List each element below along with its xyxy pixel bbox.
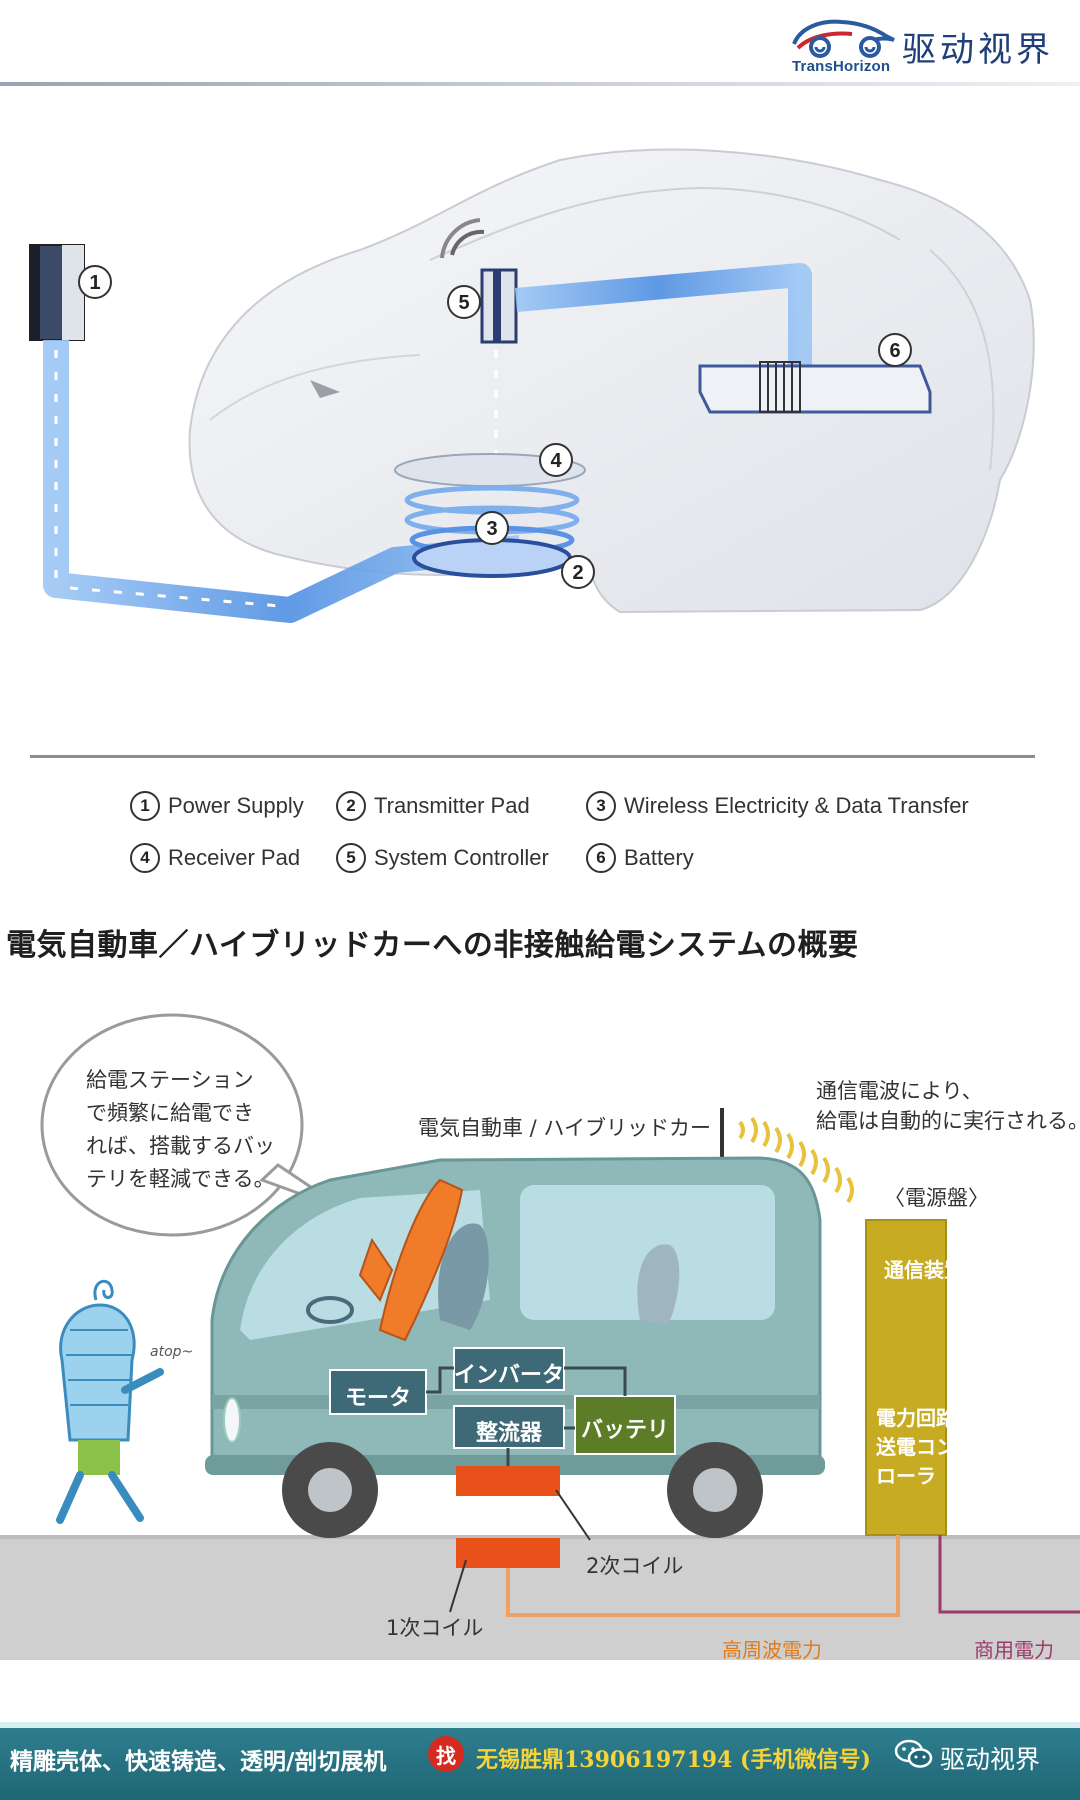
legend-label: Battery <box>624 845 694 870</box>
mascot-sound-label: atop~ <box>150 1344 194 1360</box>
header <box>0 0 1080 86</box>
legend-number: 6 <box>586 843 616 873</box>
header-divider <box>0 82 1080 86</box>
signal-line: 通信電波により、 <box>816 1079 983 1103</box>
legend-item: 2 Transmitter Pad <box>336 788 530 824</box>
logo: TransHorizon 驱动视界 <box>790 12 1070 75</box>
car-logo-icon <box>792 19 895 58</box>
rectifier-label: 整流器 <box>475 1421 542 1446</box>
comm-device-label: 通信装置 <box>884 1258 964 1282</box>
secondary-coil <box>456 1466 560 1496</box>
callout-3: 3 <box>486 518 497 540</box>
callout-2: 2 <box>572 562 583 584</box>
speech-line: れば、搭載するバッ <box>86 1134 275 1158</box>
primary-coil <box>456 1538 560 1568</box>
battery-label: バッテリ <box>580 1418 669 1443</box>
legend-number: 1 <box>130 791 160 821</box>
footer-services-text: 精雕壳体、快速铸造、透明/剖切展机 <box>10 1748 387 1775</box>
callout-4: 4 <box>550 450 562 472</box>
driver-character-icon <box>378 1178 464 1342</box>
signal-description: 通信電波により、 給電は自動的に実行される。 <box>816 1076 1080 1136</box>
legend-item: 1 Power Supply <box>130 788 304 824</box>
legend-item: 5 System Controller <box>336 840 549 876</box>
speech-bubble-text: 給電ステーション で頻繁に給電でき れば、搭載するバッ テリを軽減できる。 <box>86 1064 286 1196</box>
footer-contact-text: 无锡胜鼎13906197194 (手机微信号) <box>476 1747 871 1773</box>
speech-line: で頻繁に給電でき <box>86 1101 254 1125</box>
legend-number: 2 <box>336 791 366 821</box>
legend-number: 4 <box>130 843 160 873</box>
legend-item: 3 Wireless Electricity & Data Transfer <box>586 788 969 824</box>
speech-line: 給電ステーション <box>86 1068 254 1092</box>
signal-line: 給電は自動的に実行される。 <box>816 1109 1080 1133</box>
speech-line: テリを軽減できる。 <box>86 1167 275 1191</box>
commercial-power-label: 商用電力 <box>974 1638 1054 1662</box>
commercial-power-cable <box>938 1535 1080 1614</box>
legend: 1 Power Supply 2 Transmitter Pad 3 Wirel… <box>130 788 1030 888</box>
front-wheel-icon <box>282 1442 378 1538</box>
legend-label: System Controller <box>374 845 549 870</box>
legend-number: 5 <box>336 843 366 873</box>
footer-banner <box>0 1728 1080 1800</box>
motor-label: モータ <box>344 1386 411 1411</box>
power-panel-label: 〈電源盤〉 <box>884 1186 989 1210</box>
hf-power-cable <box>506 1535 900 1617</box>
battery-unit <box>698 364 932 414</box>
hf-power-label: 高周波電力 <box>722 1638 822 1662</box>
transmitter-pad <box>412 538 572 578</box>
wireless-charging-diagram: 1 2 3 4 5 6 <box>29 148 1035 623</box>
car-silhouette <box>188 148 1035 614</box>
power-circuit-line: ローラ <box>876 1464 936 1488</box>
legend-item: 4 Receiver Pad <box>130 840 300 876</box>
legend-label: Transmitter Pad <box>374 793 530 818</box>
legend-label: Receiver Pad <box>168 845 301 870</box>
primary-coil-label: 1次コイル <box>386 1616 484 1640</box>
callout-1: 1 <box>89 272 100 294</box>
logo-text-cn: 驱动视界 <box>902 30 1054 70</box>
power-panel <box>865 1219 947 1536</box>
diagram-caption: 電気自動車／ハイブリッドカーへの非接触給電システムの概要 <box>6 928 859 963</box>
footer-find-badge: 找 <box>428 1736 464 1772</box>
speech-bubble <box>40 1013 304 1237</box>
section-divider <box>30 755 1035 758</box>
rectifier-box <box>453 1405 565 1449</box>
power-circuit-label: 電力回路、 送電コント ローラ <box>876 1404 976 1491</box>
rear-wheel-icon <box>667 1442 763 1538</box>
power-circuit-line: 電力回路、 <box>876 1406 976 1430</box>
footer-brand-text: 驱动视界 <box>940 1745 1041 1774</box>
logo-text-en: TransHorizon <box>792 58 891 75</box>
power-circuit-line: 送電コント <box>876 1435 976 1459</box>
legend-label: Power Supply <box>168 793 304 818</box>
legend-label: Wireless Electricity & Data Transfer <box>624 793 969 818</box>
secondary-coil-label: 2次コイル <box>586 1554 684 1578</box>
signal-waves-icon <box>738 1116 854 1204</box>
legend-item: 6 Battery <box>586 840 694 876</box>
wechat-icon <box>894 1739 933 1768</box>
inverter-box <box>453 1347 565 1391</box>
inverter-label: インバータ <box>454 1363 565 1388</box>
callout-6: 6 <box>889 340 900 362</box>
contactless-charging-illustration <box>0 1013 1080 1660</box>
vehicle-label: 電気自動車 / ハイブリッドカー <box>418 1116 712 1140</box>
legend-number: 3 <box>586 791 616 821</box>
footer-strip <box>0 1722 1080 1728</box>
coil-mascot-icon <box>56 1279 164 1524</box>
callout-5: 5 <box>458 292 469 314</box>
